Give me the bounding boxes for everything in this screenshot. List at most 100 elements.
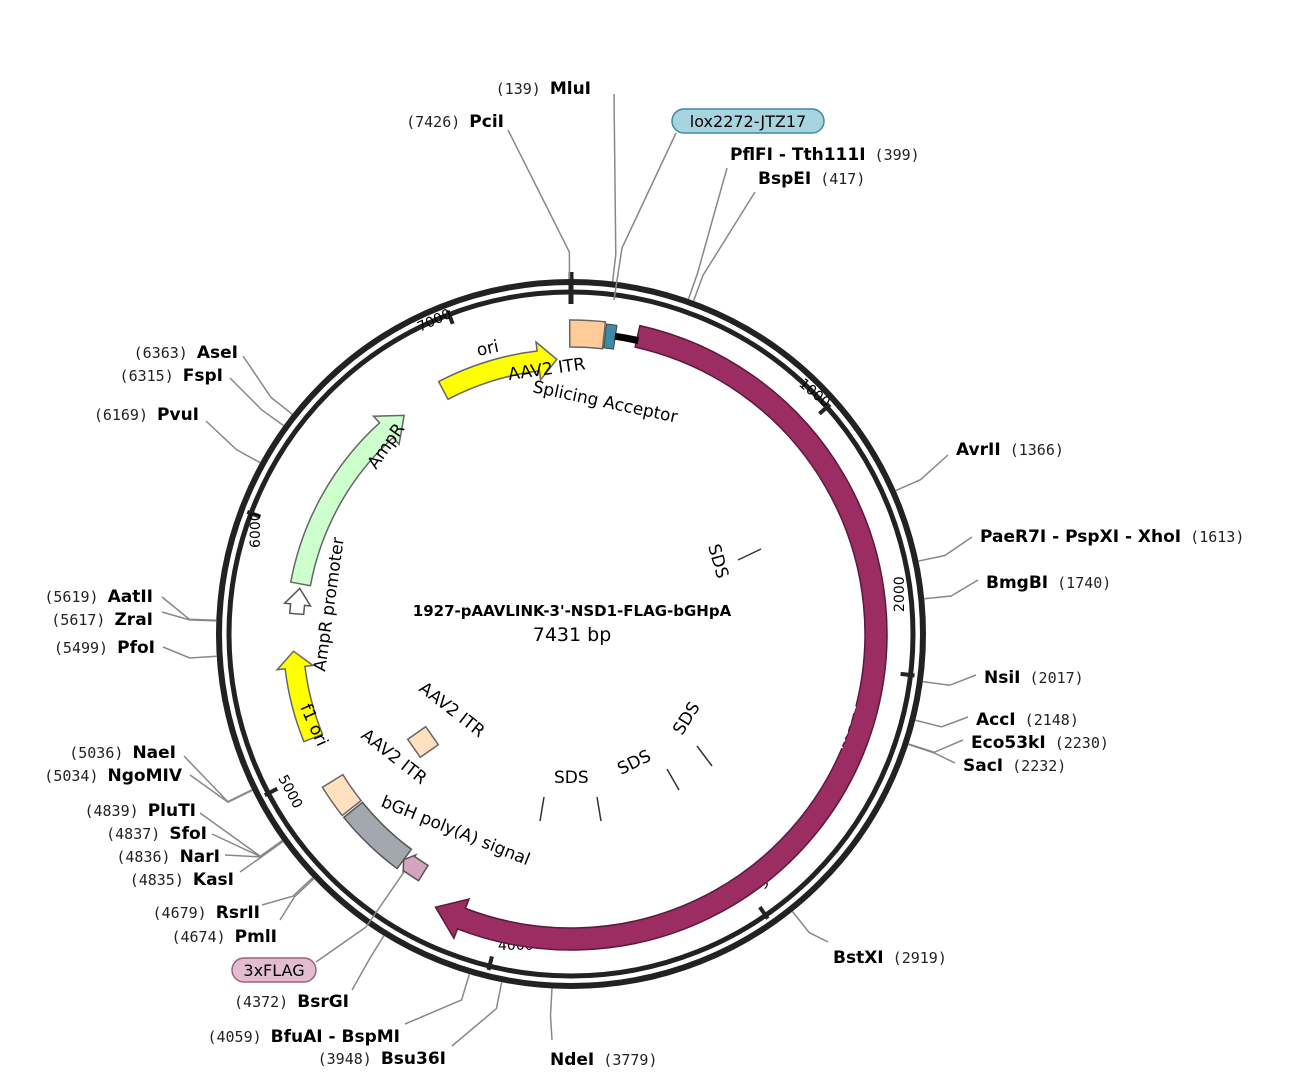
site-position: (139): [496, 80, 550, 98]
features: [275, 319, 888, 951]
site-position: (4372): [234, 993, 297, 1011]
site-position: (6315): [120, 367, 183, 385]
restriction-site-label[interactable]: (4835) KasI: [130, 870, 234, 890]
restriction-site-label[interactable]: (6169) PvuI: [94, 405, 199, 425]
site-name: BspEI: [758, 169, 811, 189]
site-position: (3948): [318, 1050, 381, 1068]
restriction-site-label[interactable]: PflFI - Tth111I (399): [730, 145, 920, 165]
center-title: 1927-pAAVLINK-3'-NSD1-FLAG-bGHpA 7431 bp: [413, 602, 732, 646]
restriction-site-label[interactable]: (6363) AseI: [134, 343, 238, 363]
feature-aav2-itr-top[interactable]: [568, 319, 607, 350]
feature-f1-ori[interactable]: [275, 650, 324, 743]
restriction-site-label[interactable]: (139) MluI: [496, 79, 591, 99]
feature-3xflag[interactable]: [402, 853, 430, 882]
sds-label-3: SDS: [614, 746, 654, 779]
site-name: NdeI: [550, 1050, 594, 1070]
feature-link-bar: [614, 332, 640, 345]
restriction-site-label[interactable]: AccI (2148): [976, 710, 1079, 730]
site-leader-line: [211, 833, 284, 858]
restriction-site-label[interactable]: (5619) AatII: [44, 587, 153, 607]
feature-splicing-acceptor[interactable]: [603, 323, 618, 350]
site-leader-line: [261, 877, 314, 906]
site-position: (4674): [171, 928, 234, 946]
site-position: (2148): [1016, 711, 1079, 729]
site-leader-line: [895, 454, 949, 492]
restriction-site-label[interactable]: (4839) PluTI: [84, 801, 196, 821]
restriction-site-label[interactable]: (5034) NgoMIV: [44, 766, 183, 786]
restriction-site-label[interactable]: (5499) PfoI: [54, 638, 155, 658]
restriction-site-label[interactable]: BmgBI (1740): [986, 573, 1111, 593]
site-position: (5619): [44, 588, 107, 606]
site-leader-line: [199, 812, 283, 858]
site-leaders: [161, 93, 979, 1047]
site-name: SacI: [963, 756, 1003, 776]
restriction-site-label[interactable]: AvrII (1366): [956, 440, 1064, 460]
site-name: AseI: [197, 343, 238, 363]
tag-lox-leader: [621, 132, 677, 249]
feature-ampr-promoter[interactable]: [282, 587, 312, 616]
tag-flag-label: 3xFLAG: [243, 961, 304, 980]
site-name: PvuI: [157, 405, 199, 425]
restriction-site-label[interactable]: BstXI (2919): [833, 948, 947, 968]
sds-line-3: [666, 768, 680, 791]
restriction-site-label[interactable]: NsiI (2017): [984, 668, 1084, 688]
restriction-site-label[interactable]: (4837) SfoI: [106, 824, 207, 844]
sds-annotations: SDS SDS SDS SDS: [539, 542, 762, 822]
site-position: (2230): [1046, 734, 1109, 752]
site-leader-line: [692, 191, 756, 302]
site-leader-line: [908, 743, 956, 764]
tag-lox-leader-2: [613, 247, 623, 301]
site-position: (417): [811, 170, 865, 188]
tick-mark: [818, 402, 832, 416]
restriction-site-label[interactable]: (6315) FspI: [120, 366, 223, 386]
restriction-site-label[interactable]: (4836) NarI: [116, 847, 220, 867]
tag-flag[interactable]: 3xFLAG: [231, 957, 317, 983]
site-position: (2919): [884, 949, 947, 967]
site-name: BsrGI: [297, 992, 349, 1012]
site-position: (399): [866, 146, 920, 164]
restriction-site-label[interactable]: (3948) Bsu36I: [318, 1049, 446, 1069]
feature-ampr[interactable]: [289, 414, 406, 587]
plasmid-name: 1927-pAAVLINK-3'-NSD1-FLAG-bGHpA: [413, 602, 732, 620]
site-position: (6169): [94, 406, 157, 424]
restriction-site-label[interactable]: (5036) NaeI: [69, 743, 176, 763]
tick-label: 5000: [274, 772, 305, 811]
site-name: FspI: [183, 366, 223, 386]
tag-lox-label: lox2272-JTZ17: [690, 112, 806, 131]
plasmid-length: 7431 bp: [533, 624, 612, 646]
site-name: RsrII: [216, 903, 260, 923]
site-name: AatII: [108, 587, 153, 607]
site-leader-line: [611, 93, 617, 282]
site-leader-line: [918, 536, 973, 562]
site-position: (4059): [207, 1028, 270, 1046]
tick-mark: [900, 671, 915, 678]
site-leader-line: [161, 596, 217, 622]
restriction-site-label[interactable]: (4059) BfuAI - BspMI: [207, 1027, 400, 1047]
feature-ori[interactable]: [437, 340, 558, 401]
site-leader-line: [924, 579, 979, 600]
tag-lox[interactable]: lox2272-JTZ17: [671, 108, 825, 134]
feature-aav2-itr-bottom[interactable]: [321, 773, 363, 817]
restriction-site-label[interactable]: BspEI (417): [758, 169, 865, 189]
restriction-sites: (139) MluI (7426) PciI PflFI - Tth111I (39…: [44, 79, 1244, 1070]
restriction-site-label[interactable]: (4679) RsrII: [153, 903, 260, 923]
restriction-site-label[interactable]: (4372) BsrGI: [234, 992, 349, 1012]
site-position: (7426): [406, 113, 469, 131]
site-name: BstXI: [833, 948, 884, 968]
feature-aav2-itr-inner[interactable]: [406, 725, 440, 759]
site-name: SfoI: [169, 824, 207, 844]
restriction-site-label[interactable]: SacI (2232): [963, 756, 1066, 776]
restriction-site-label[interactable]: NdeI (3779): [550, 1050, 657, 1070]
restriction-site-label[interactable]: (5617) ZraI: [51, 610, 153, 630]
site-name: PflFI - Tth111I: [730, 145, 866, 165]
restriction-site-label[interactable]: Eco53kI (2230): [971, 733, 1109, 753]
tick-label: 6000: [248, 512, 264, 548]
restriction-site-label[interactable]: (4674) PmlI: [171, 927, 277, 947]
restriction-site-label[interactable]: PaeR7I - PspXI - XhoI (1613): [980, 527, 1244, 547]
restriction-site-label[interactable]: (7426) PciI: [406, 112, 504, 132]
site-name: NsiI: [984, 668, 1021, 688]
feature-nsd1[interactable]: [434, 324, 888, 951]
site-name: PluTI: [148, 801, 196, 821]
site-position: (2232): [1003, 757, 1066, 775]
feature-bgh-polya[interactable]: [342, 801, 413, 870]
